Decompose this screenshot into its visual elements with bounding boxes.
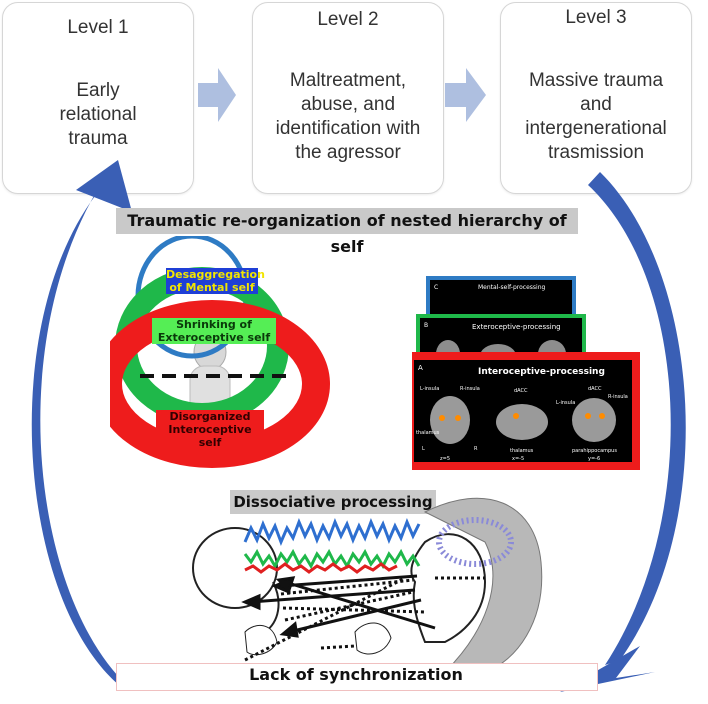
green-squiggle [243, 548, 421, 570]
panel-a-activation-2 [455, 415, 461, 421]
interoceptive-self-ring [110, 300, 330, 468]
brain-panels: C Mental-self-processing B Exteroceptive… [412, 276, 640, 470]
red-squiggle [244, 562, 398, 574]
panel-a-activation-5 [599, 413, 605, 419]
infant-head [192, 527, 278, 609]
panel-a-label-10: x=-5 [512, 456, 524, 462]
right-arrow-1 [198, 68, 236, 122]
panel-a-label-0: L-insula [420, 386, 439, 392]
panel-a-letter: A [418, 364, 423, 372]
panel-a-activation-4 [585, 413, 591, 419]
panel-a-label-2: thalamus [416, 430, 440, 436]
panel-c-letter: C [434, 284, 438, 291]
caregiver-hand [354, 622, 392, 655]
caregiver-hair [423, 497, 543, 672]
panel-a-label-4: thalamus [510, 448, 534, 454]
panel-a-label-11: y=-6 [588, 456, 600, 462]
panel-a-label-12: L [422, 446, 425, 452]
panel-a-label-5: dACC [588, 386, 602, 392]
dotted-arrows [244, 576, 485, 662]
level-1-text: Early relational trauma [59, 80, 137, 149]
lack-of-synchronization-label: Lack of synchronization [249, 665, 463, 684]
panel-a-label-6: L-insula [556, 400, 575, 406]
interaction-scene [192, 497, 543, 672]
level-3-title: Level 3 [565, 7, 627, 28]
panel-b-title: Exteroceptive-processing [472, 323, 561, 331]
right-arrow-2 [445, 68, 486, 122]
right-curved-arrow [588, 172, 686, 665]
level-3-box: Level 3 Massive trauma and intergenerati… [500, 2, 692, 194]
panel-a-label-13: R [474, 446, 478, 452]
nested-hierarchy-banner: Traumatic re-organization of nested hier… [116, 208, 578, 256]
blue-squiggle [243, 517, 421, 547]
level-3-text: Massive trauma and intergenerational tra… [525, 70, 667, 163]
level-1-title: Level 1 [67, 17, 129, 38]
panel-a-activation-1 [439, 415, 445, 421]
level-2-box: Level 2 Maltreatment, abuse, and identif… [252, 2, 444, 194]
panel-a-label-7: R-insula [608, 394, 628, 400]
caregiver-brain-activity [436, 517, 514, 567]
panel-a-activation-3 [513, 413, 519, 419]
panel-b-letter: B [424, 322, 428, 329]
left-arrowhead [76, 160, 132, 212]
panel-a-brain-2 [496, 404, 548, 440]
level-2-text: Maltreatment, abuse, and identification … [275, 70, 421, 163]
panel-a-title: Interoceptive-processing [478, 367, 605, 377]
panel-a-label-3: dACC [514, 388, 528, 394]
panel-a-label-1: R-insula [460, 386, 480, 392]
level-1-box: Level 1 Early relational trauma [2, 2, 194, 194]
panel-a-label-9: z=5 [440, 456, 450, 462]
level-2-title: Level 2 [317, 9, 379, 30]
dissociative-banner: Dissociative processing [230, 490, 436, 514]
panel-a-label-8: parahippocampus [572, 448, 617, 454]
exteroceptive-self-label: Shrinking of Exteroceptive self [152, 318, 276, 344]
panel-a-brain-3 [572, 398, 616, 442]
mental-self-label: Desaggregation of Mental self [166, 268, 265, 294]
interoceptive-self-label: Disorganized Interoceptive self [156, 410, 264, 449]
lack-of-synchronization-box [116, 663, 598, 691]
panel-c-title: Mental-self-processing [478, 284, 545, 291]
panel-a-brain-1 [430, 396, 470, 444]
caregiver-face [410, 533, 487, 643]
left-curved-arrow [31, 170, 132, 690]
